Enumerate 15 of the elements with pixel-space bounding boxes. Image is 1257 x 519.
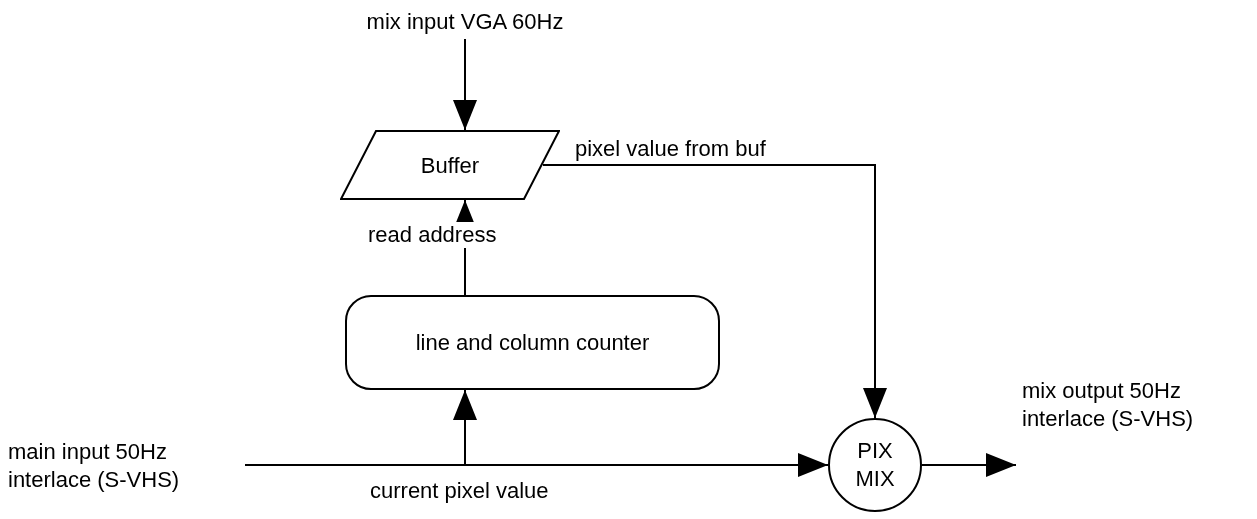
arrow <box>542 164 887 419</box>
process-box <box>345 295 720 390</box>
buffer-parallelogram <box>340 130 560 200</box>
arrow <box>921 453 1017 477</box>
edge-label: current pixel value <box>370 478 549 504</box>
node-label: mix input VGA 60Hz <box>365 8 565 36</box>
arrow <box>453 38 477 131</box>
node-label: main input 50Hz interlace (S-VHS) <box>8 438 181 494</box>
edge-label: read address <box>368 222 497 248</box>
arrow <box>244 389 477 466</box>
node-label: Buffer <box>420 151 480 180</box>
node-label: PIX MIX <box>854 437 896 493</box>
node-label: line and column counter <box>415 329 650 357</box>
edge-label: pixel value from buf <box>575 136 766 162</box>
node-label: mix output 50Hz interlace (S-VHS) <box>1022 377 1195 433</box>
